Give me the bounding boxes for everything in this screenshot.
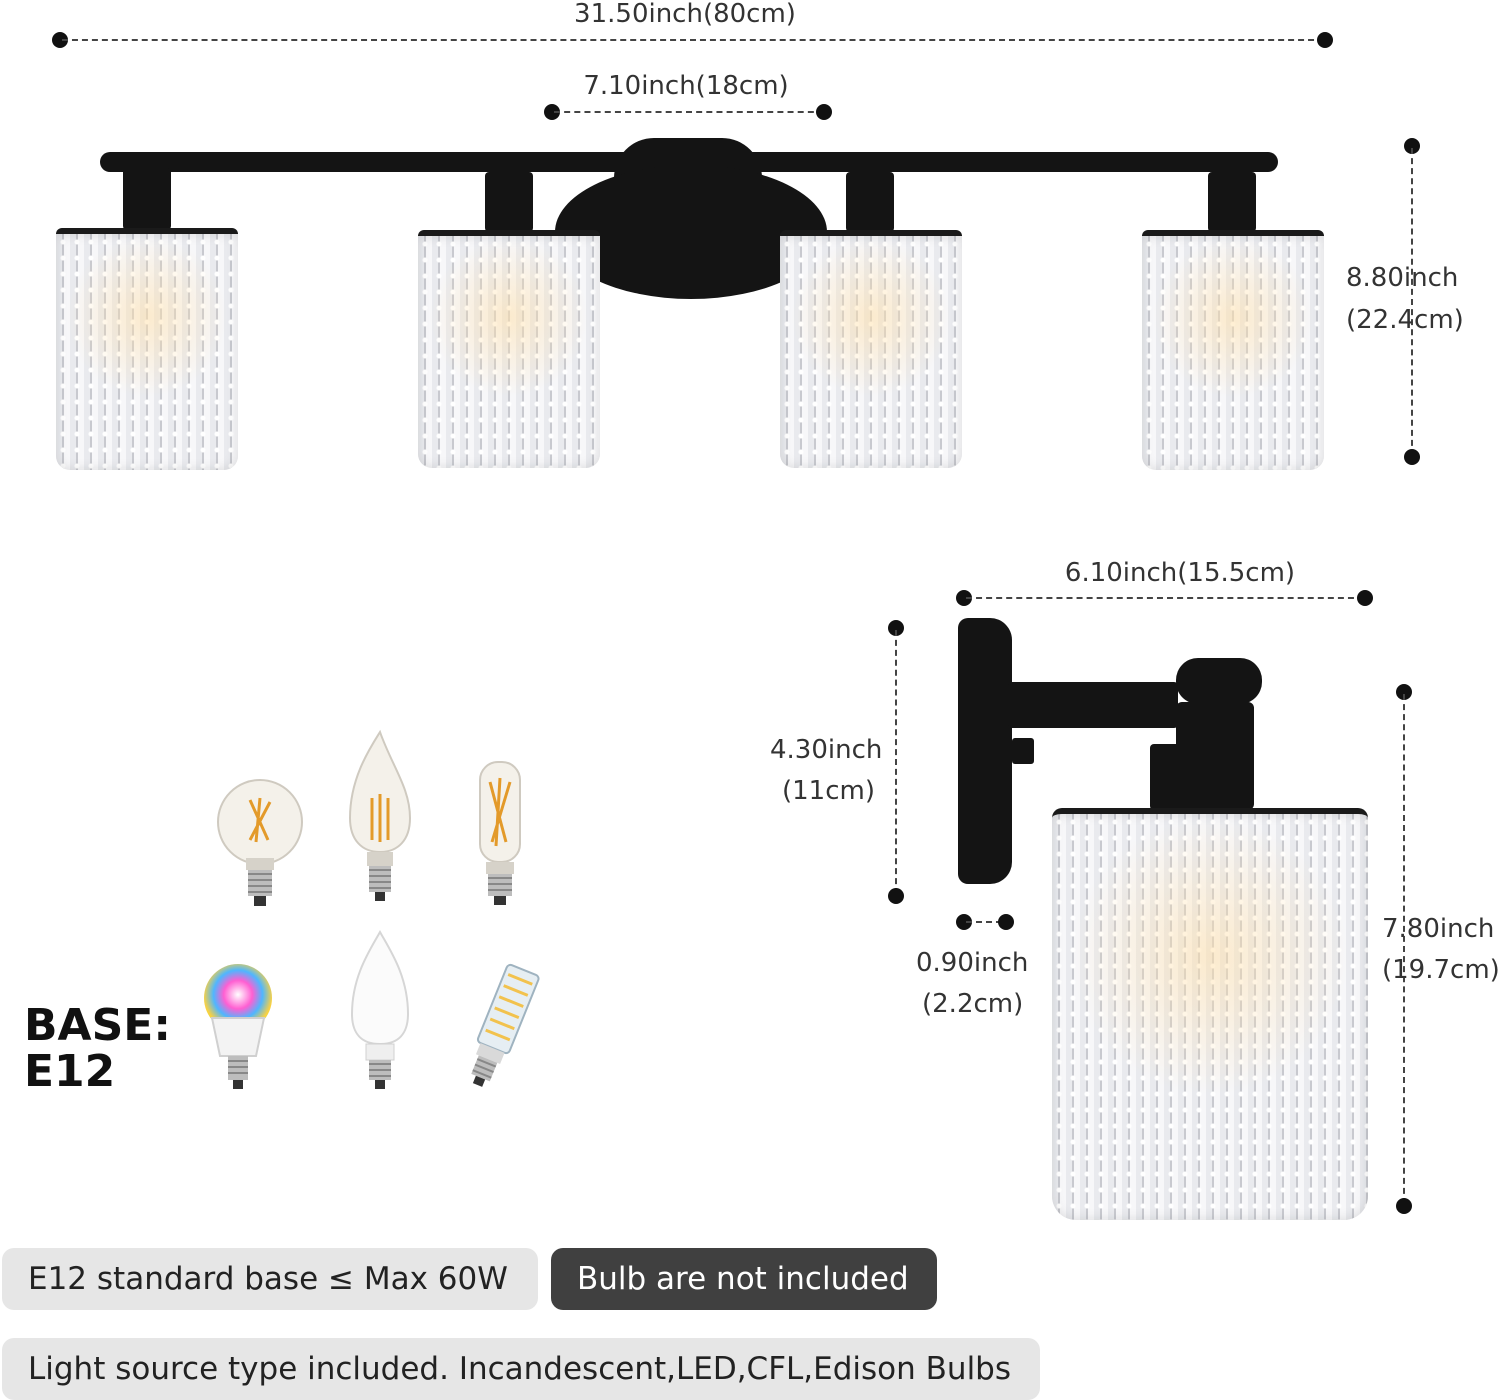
mounting-screw: [1012, 738, 1034, 764]
base-label-line2: E12: [24, 1046, 116, 1097]
dimension-dot: [1396, 684, 1412, 700]
base-label-line1: BASE:: [24, 1000, 171, 1051]
globe-bulb-icon: [217, 779, 303, 906]
candle-bulb-icon: [348, 729, 412, 901]
corn-led-bulb-icon: [471, 963, 540, 1087]
dimension-line: [62, 39, 1324, 41]
dimension-dot: [1404, 138, 1420, 154]
dimension-line: [554, 111, 824, 113]
arm-knuckle: [1176, 658, 1262, 704]
dimension-dot: [1404, 449, 1420, 465]
dimension-dot: [1357, 590, 1373, 606]
dimension-dot: [1396, 1198, 1412, 1214]
socket-arm: [1208, 172, 1256, 232]
extension-label: 6.10inch(15.5cm): [1064, 558, 1296, 588]
crystal-shade: [1052, 808, 1368, 1220]
crystal-shade: [1142, 230, 1324, 470]
socket-arm: [485, 172, 533, 232]
light-source-badge: Light source type included. Incandescent…: [2, 1338, 1040, 1400]
dimension-dot: [544, 104, 560, 120]
dimension-line: [1411, 148, 1413, 456]
dimension-dot: [816, 104, 832, 120]
dimension-line: [895, 630, 897, 894]
sconce-arm: [1008, 682, 1178, 728]
dimension-dot: [1317, 32, 1333, 48]
frosted-candle-bulb-icon: [350, 929, 410, 1089]
dimension-line: [966, 597, 1364, 599]
backplate-height-cm: (11cm): [782, 776, 875, 806]
dimension-line: [1403, 694, 1405, 1204]
dimension-dot: [888, 620, 904, 636]
fixture-bar: [100, 152, 1278, 172]
dimension-line: [966, 921, 1002, 923]
depth-label-inch: 0.90inch: [916, 948, 1029, 978]
backplate-height-inch: 4.30inch: [770, 735, 883, 765]
depth-label-cm: (2.2cm): [922, 989, 1024, 1019]
crystal-shade: [780, 230, 962, 468]
crystal-shade: [418, 230, 600, 468]
canopy-width-label: 7.10inch(18cm): [583, 71, 789, 101]
sconce-height-cm: (19.7cm): [1382, 955, 1500, 985]
tubular-bulb-icon: [479, 761, 521, 905]
dimension-dot: [956, 914, 972, 930]
bulb-not-included-badge: Bulb are not included: [551, 1248, 937, 1310]
socket-cup: [1176, 702, 1254, 810]
sconce-height-inch: 7.80inch: [1382, 914, 1495, 944]
overall-width-label: 31.50inch(80cm): [574, 0, 796, 29]
dimension-dot: [52, 32, 68, 48]
socket-arm: [123, 168, 171, 230]
wall-backplate: [958, 618, 1012, 884]
standard-base-badge: E12 standard base ≤ Max 60W: [2, 1248, 538, 1310]
height-label-inch: 8.80inch: [1346, 263, 1459, 293]
rgb-smart-bulb-icon: [204, 964, 272, 1089]
dimension-dot: [888, 888, 904, 904]
dimension-dot: [956, 590, 972, 606]
base-type-label: BASE: E12: [24, 1003, 171, 1095]
crystal-shade: [56, 228, 238, 470]
dimension-dot: [998, 914, 1014, 930]
height-label-cm: (22.4cm): [1346, 305, 1464, 335]
socket-arm: [846, 172, 894, 232]
